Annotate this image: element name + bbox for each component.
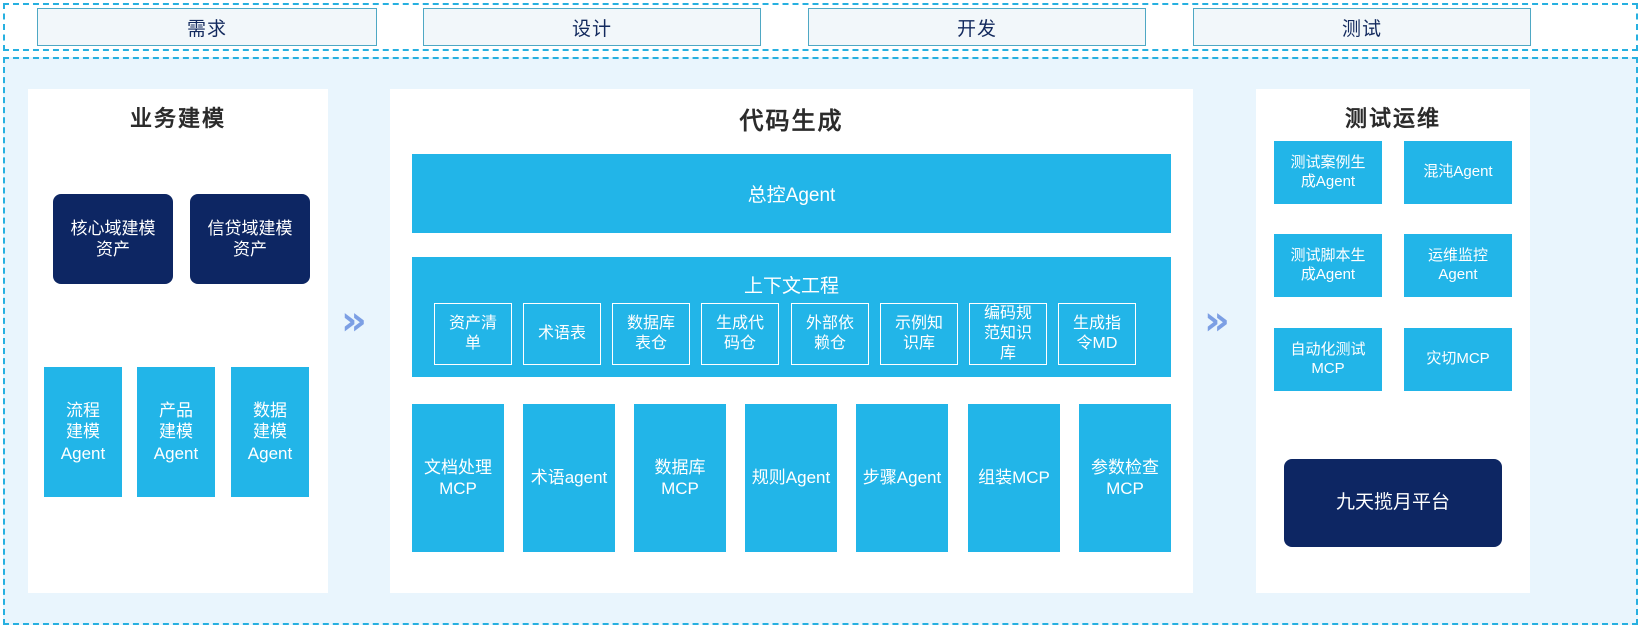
test-ops-card-5-label: 自动化测试 MCP (1290, 340, 1366, 377)
flow-arrow-right: » (1204, 298, 1230, 344)
modeling-agent-card-1[interactable]: 流程 建模 Agent (44, 367, 122, 497)
platform-card-label: 九天揽月平台 (1335, 492, 1450, 514)
context-item-2-label: 术语表 (537, 325, 586, 342)
tool-card-7-label: 参数检查 MCP (1091, 457, 1159, 498)
tool-card-5-label: 步骤Agent (862, 468, 942, 488)
tool-card-3-label: 数据库 MCP (654, 457, 706, 498)
context-item-4[interactable]: 生成代 码仓 (701, 303, 779, 365)
panel-business-modeling: 业务建模 核心域建模 资产 信贷域建模 资产 流程 建模 Agent 产品 建模 A… (28, 89, 328, 593)
test-ops-card-3[interactable]: 测试脚本生 成Agent (1274, 234, 1382, 297)
tool-card-4[interactable]: 规则Agent (745, 404, 837, 552)
phase-box-1[interactable]: 需求 (37, 8, 377, 46)
modeling-agent-card-2-label: 产品 建模 Agent (153, 401, 199, 463)
phase-label: 开发 (956, 18, 997, 40)
master-agent-band[interactable]: 总控Agent (412, 154, 1171, 233)
test-ops-card-4-label: 运维监控 Agent (1427, 246, 1488, 283)
context-item-3[interactable]: 数据库 表仓 (612, 303, 690, 365)
context-engineering-band: 上下文工程 资产清 单 术语表 数据库 表仓 生成代 码仓 外部依 赖仓 示例知 识库 编码… (412, 257, 1171, 377)
test-ops-card-4[interactable]: 运维监控 Agent (1404, 234, 1512, 297)
phase-label: 测试 (1341, 18, 1382, 40)
context-item-4-label: 生成代 码仓 (715, 315, 764, 352)
test-ops-card-3-label: 测试脚本生 成Agent (1290, 246, 1366, 283)
context-item-6-label: 示例知 识库 (894, 315, 943, 352)
test-ops-card-6-label: 灾切MCP (1426, 350, 1490, 368)
panel-title-code-generation: 代码生成 (739, 108, 844, 135)
context-item-6[interactable]: 示例知 识库 (880, 303, 958, 365)
asset-card-2[interactable]: 信贷域建模 资产 (190, 194, 310, 284)
tool-card-1-label: 文档处理 MCP (424, 457, 492, 498)
master-agent-label: 总控Agent (747, 185, 836, 206)
platform-card[interactable]: 九天揽月平台 (1284, 459, 1502, 547)
tool-card-5[interactable]: 步骤Agent (856, 404, 948, 552)
modeling-agent-card-3-label: 数据 建模 Agent (247, 401, 293, 463)
modeling-agent-card-2[interactable]: 产品 建模 Agent (137, 367, 215, 497)
tool-card-7[interactable]: 参数检查 MCP (1079, 404, 1171, 552)
tool-card-6-label: 组装MCP (978, 468, 1050, 488)
context-item-5[interactable]: 外部依 赖仓 (791, 303, 869, 365)
context-item-1-label: 资产清 单 (448, 315, 497, 352)
tool-card-4-label: 规则Agent (751, 468, 831, 488)
tool-card-3[interactable]: 数据库 MCP (634, 404, 726, 552)
test-ops-card-2[interactable]: 混沌Agent (1404, 141, 1512, 204)
context-item-8[interactable]: 生成指 令MD (1058, 303, 1136, 365)
modeling-agent-card-1-label: 流程 建模 Agent (60, 401, 106, 463)
asset-card-1-label: 核心域建模 资产 (70, 218, 156, 259)
test-ops-card-6[interactable]: 灾切MCP (1404, 328, 1512, 391)
phase-box-2[interactable]: 设计 (423, 8, 761, 46)
phase-strip: 需求 设计 开发 测试 (3, 3, 1638, 51)
modeling-agent-card-3[interactable]: 数据 建模 Agent (231, 367, 309, 497)
context-item-1[interactable]: 资产清 单 (434, 303, 512, 365)
panel-code-generation: 代码生成 总控Agent 上下文工程 资产清 单 术语表 数据库 表仓 生成代 码仓 外… (390, 89, 1193, 593)
context-item-3-label: 数据库 表仓 (626, 315, 675, 352)
context-item-8-label: 生成指 令MD (1072, 315, 1121, 352)
tool-card-2[interactable]: 术语agent (523, 404, 615, 552)
test-ops-card-5[interactable]: 自动化测试 MCP (1274, 328, 1382, 391)
test-ops-card-2-label: 混沌Agent (1423, 163, 1493, 181)
asset-card-2-label: 信贷域建模 资产 (207, 218, 293, 259)
context-item-5-label: 外部依 赖仓 (805, 315, 854, 352)
test-ops-card-1[interactable]: 测试案例生 成Agent (1274, 141, 1382, 204)
tool-card-1[interactable]: 文档处理 MCP (412, 404, 504, 552)
panel-title-test-ops: 测试运维 (1344, 106, 1441, 131)
phase-label: 设计 (571, 18, 612, 40)
context-item-7-label: 编码规 范知识 库 (983, 305, 1032, 362)
context-item-7[interactable]: 编码规 范知识 库 (969, 303, 1047, 365)
panel-test-ops: 测试运维 测试案例生 成Agent 混沌Agent 测试脚本生 成Agent 运维监控… (1256, 89, 1530, 593)
phase-box-3[interactable]: 开发 (808, 8, 1146, 46)
phase-label: 需求 (186, 18, 227, 40)
tool-card-2-label: 术语agent (530, 468, 608, 488)
flow-arrow-left: » (341, 298, 367, 344)
phase-box-4[interactable]: 测试 (1193, 8, 1531, 46)
context-item-2[interactable]: 术语表 (523, 303, 601, 365)
asset-card-1[interactable]: 核心域建模 资产 (53, 194, 173, 284)
tool-card-6[interactable]: 组装MCP (968, 404, 1060, 552)
context-engineering-label: 上下文工程 (743, 276, 839, 297)
test-ops-card-1-label: 测试案例生 成Agent (1290, 153, 1366, 190)
panel-title-business-modeling: 业务建模 (129, 106, 226, 131)
